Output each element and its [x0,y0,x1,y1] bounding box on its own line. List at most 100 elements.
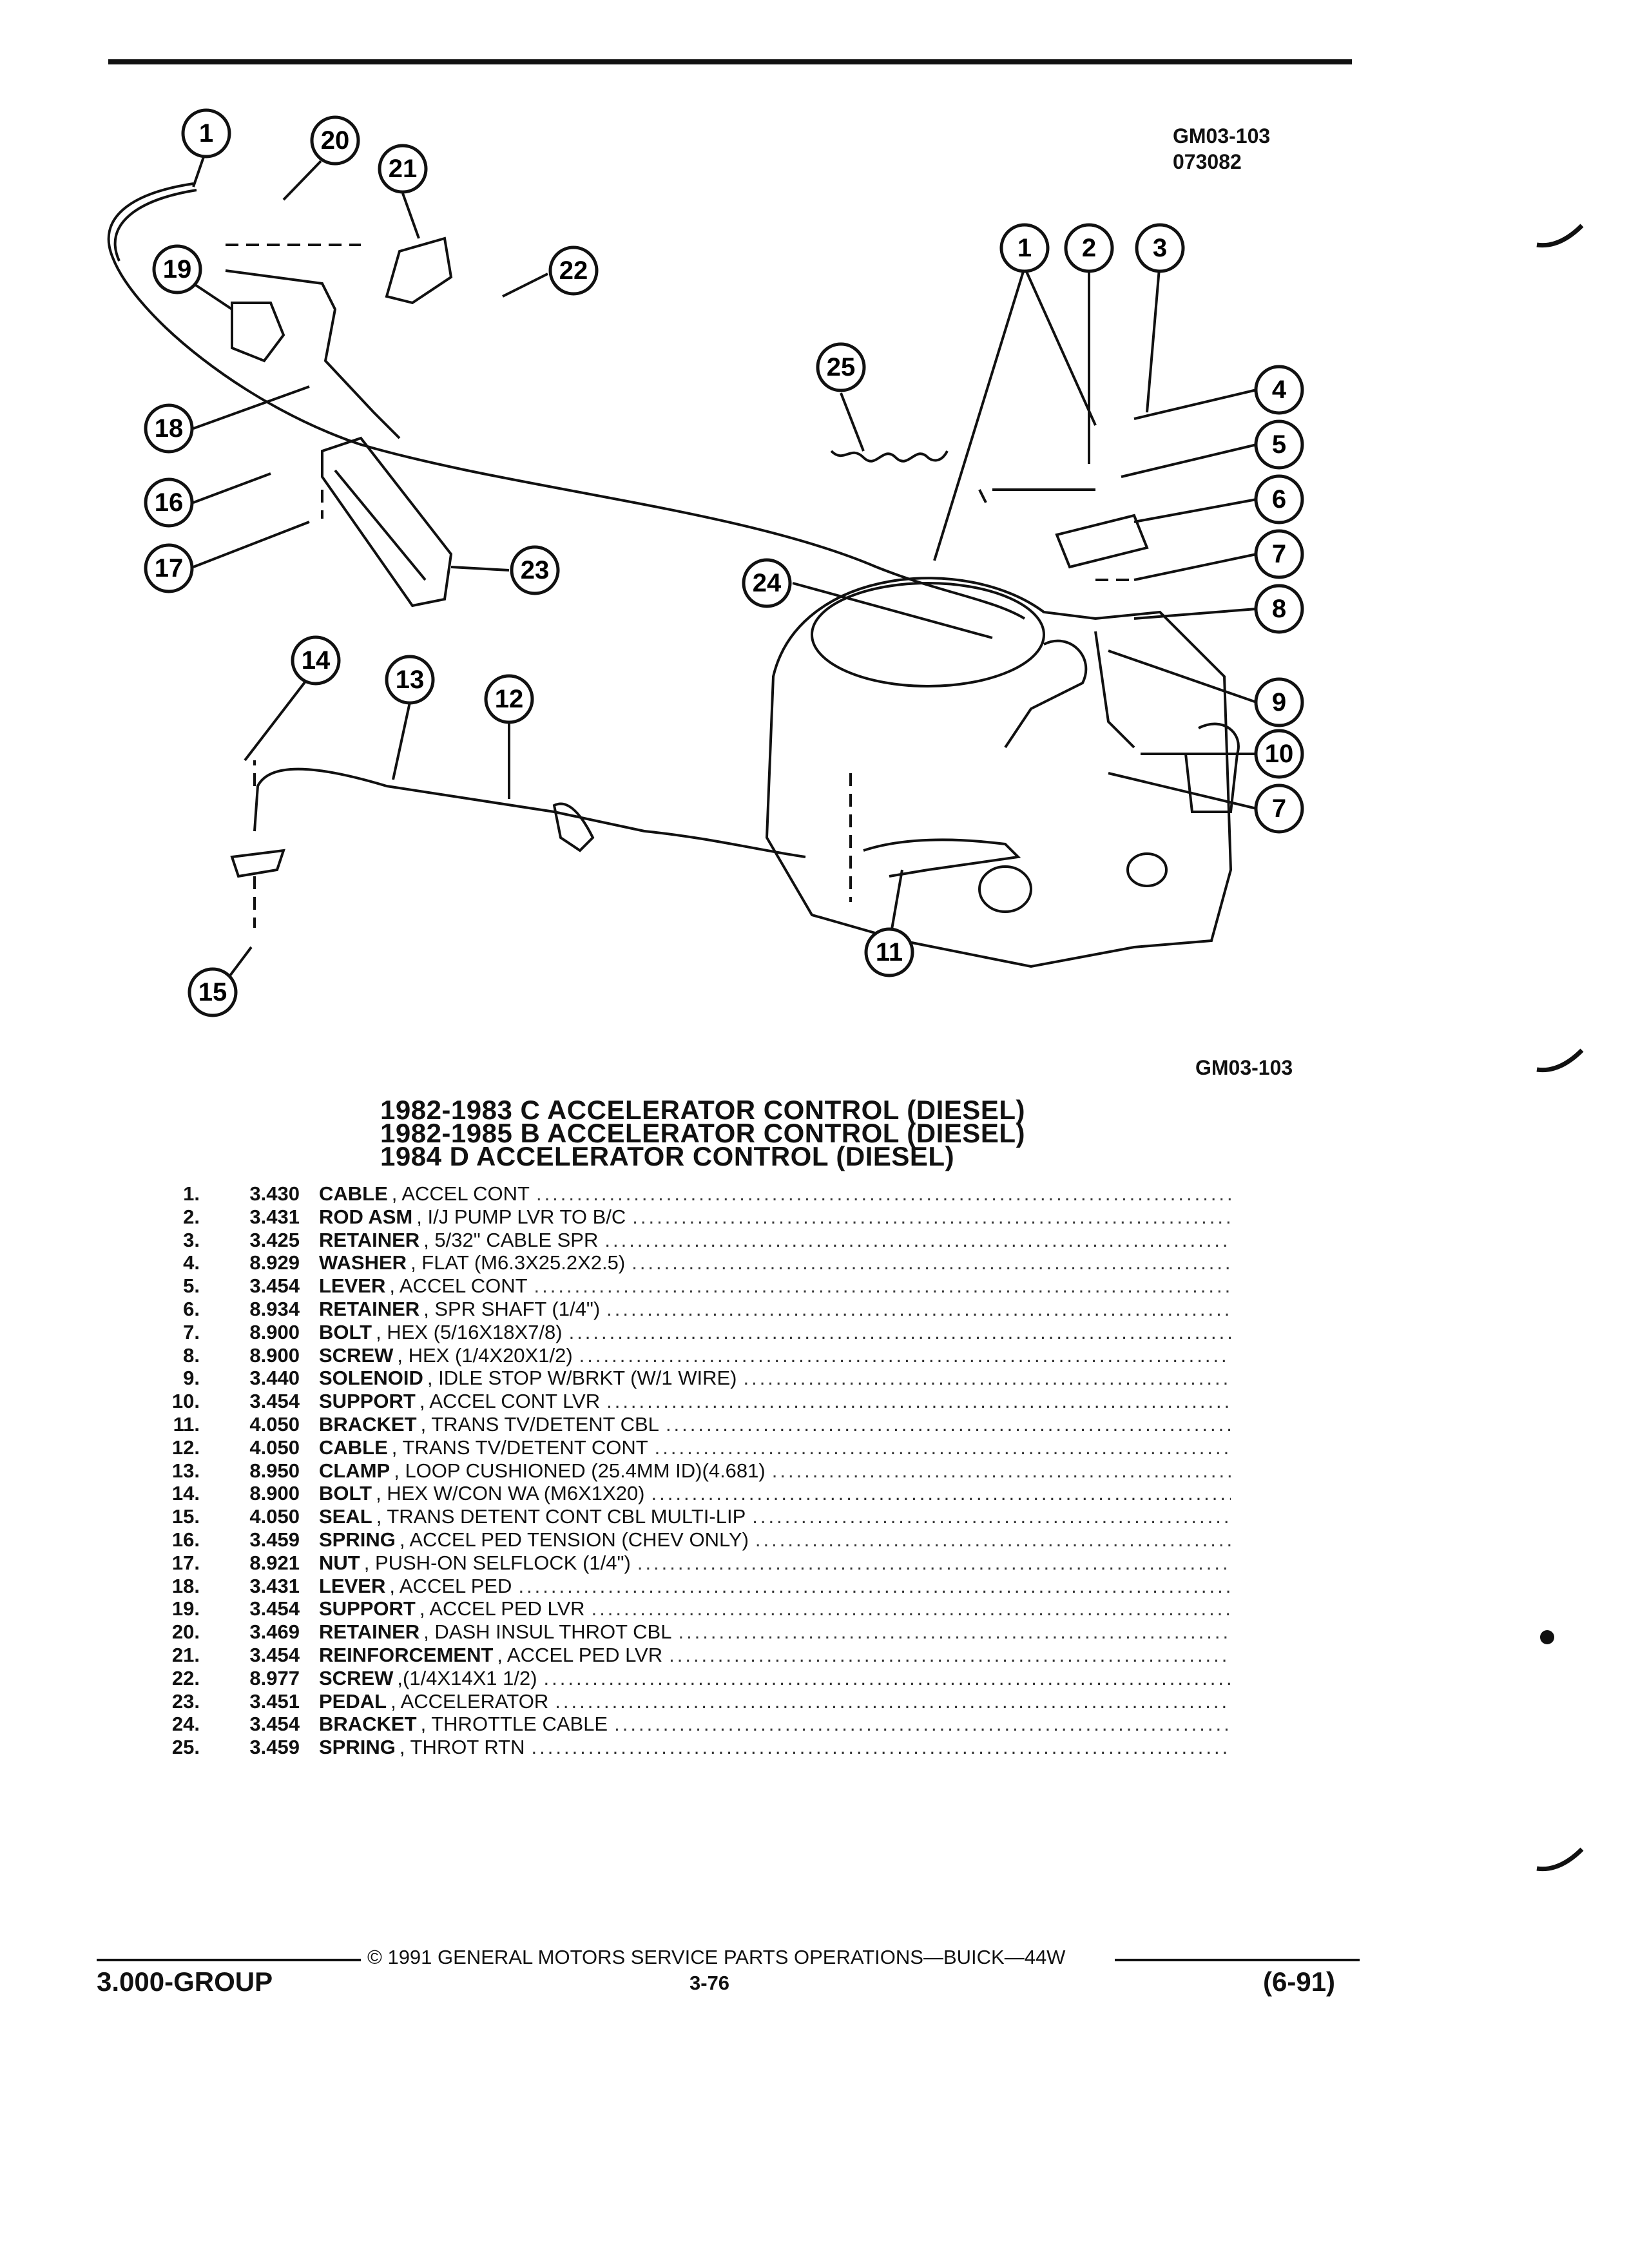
part-name: SPRING [319,1736,396,1759]
exploded-parts-diagram: 1 20 21 19 22 18 16 17 23 25 1 2 3 4 5 6… [107,108,1304,1017]
part-number: 14. [171,1482,200,1505]
part-number: 15. [171,1505,200,1528]
part-number: 7. [183,1320,200,1343]
callout-3: 3 [1135,223,1185,273]
part-description: , ACCEL PED TENSION (CHEV ONLY) [399,1528,749,1551]
part-name: REINFORCEMENT [319,1643,494,1666]
leader-dots: ........................................… [606,1297,1231,1320]
title-line-3: 1984 D ACCELERATOR CONTROL (DIESEL) [380,1141,955,1171]
pedal-shape [321,436,453,608]
part-description: , LOOP CUSHIONED (25.4MM ID)(4.681) [394,1459,766,1482]
leader-dots: ........................................… [555,1689,1231,1713]
spring-shape [830,450,949,463]
svg-text:7: 7 [1272,540,1286,568]
part-description: , ACCEL PED [389,1574,512,1597]
callout-8: 8 [1254,584,1304,634]
callout-22: 22 [548,245,599,296]
part-name: SCREW [319,1343,394,1367]
callout-14: 14 [291,635,341,686]
part-description: , THROT RTN [399,1736,525,1759]
part-group-code: 3.454 [249,1643,300,1666]
part-group-code: 4.050 [249,1436,300,1459]
svg-text:16: 16 [155,488,184,517]
part-description: , TRANS TV/DETENT CBL [420,1412,659,1436]
part-number: 2. [183,1205,200,1228]
part-group-code: 3.431 [249,1574,300,1597]
part-description: , I/J PUMP LVR TO B/C [416,1205,626,1228]
part-description: , HEX (1/4X20X1/2) [397,1343,573,1367]
svg-text:9: 9 [1272,688,1286,716]
part-number: 24. [171,1713,200,1736]
part-name: BOLT [319,1482,372,1505]
svg-text:25: 25 [827,353,856,381]
part-number: 3. [183,1228,200,1251]
part-name: SUPPORT [319,1597,416,1620]
part-name: NUT [319,1551,360,1574]
page-number: 3-76 [689,1972,730,1994]
part-name: LEVER [319,1574,386,1597]
part-group-code: 3.430 [249,1182,300,1205]
callout-11: 11 [864,927,914,977]
callout-18: 18 [144,403,194,454]
callout-20: 20 [310,115,360,166]
part-name: WASHER [319,1251,407,1274]
part-description: , ACCEL PED LVR [419,1597,585,1620]
part-number: 12. [171,1436,200,1459]
transmission-outline [765,577,1233,968]
callout-12: 12 [484,674,534,724]
part-group-code: 3.459 [249,1528,300,1551]
part-number: 18. [171,1574,200,1597]
part-name: RETAINER [319,1297,420,1320]
callout-15: 15 [188,967,238,1017]
part-name: BRACKET [319,1412,417,1436]
callout-13: 13 [385,655,435,705]
part-number: 16. [171,1528,200,1551]
leader-dots: ........................................… [637,1551,1231,1574]
svg-text:18: 18 [155,414,184,443]
figure-code: GM03-103 [1173,124,1271,148]
part-description: , ACCELERATOR [390,1689,549,1713]
svg-text:3: 3 [1153,234,1167,262]
callout-5: 5 [1254,419,1304,470]
part-description: , ACCEL PED LVR [497,1643,663,1666]
svg-text:15: 15 [198,978,227,1006]
svg-text:13: 13 [396,666,425,694]
svg-text:1: 1 [199,119,213,148]
part-group-code: 4.050 [249,1505,300,1528]
catalog-title-block: 1982-1983 C ACCELERATOR CONTROL (DIESEL)… [380,1095,1218,1171]
margin-mark-3 [1536,1847,1584,1872]
part-group-code: 8.950 [249,1459,300,1482]
leader-dots: ........................................… [531,1736,1231,1759]
svg-text:17: 17 [155,554,184,582]
part-name: SUPPORT [319,1390,416,1413]
leader-dots: ........................................… [665,1412,1231,1436]
detent-cable-line [253,767,806,858]
part-description: , HEX (5/16X18X7/8) [376,1320,563,1343]
margin-mark-1 [1536,224,1584,248]
part-name: SCREW [319,1666,394,1689]
svg-text:2: 2 [1082,234,1096,262]
accel-cable-line [107,182,1026,620]
callout-17: 17 [144,543,194,593]
title-line-1: 1982-1983 C ACCELERATOR CONTROL (DIESEL) [380,1095,1025,1125]
svg-text:23: 23 [521,556,550,584]
copyright-text: © 1991 GENERAL MOTORS SERVICE PARTS OPER… [367,1946,1066,1968]
leader-dots: ........................................… [579,1343,1231,1367]
callout-25: 25 [816,342,866,392]
part-name: SEAL [319,1505,372,1528]
leader-dots: ........................................… [752,1505,1231,1528]
part-description: , ACCEL CONT LVR [419,1390,601,1413]
svg-text:19: 19 [163,255,192,284]
svg-text:14: 14 [302,646,331,675]
leader-dots: ........................................… [632,1205,1231,1228]
